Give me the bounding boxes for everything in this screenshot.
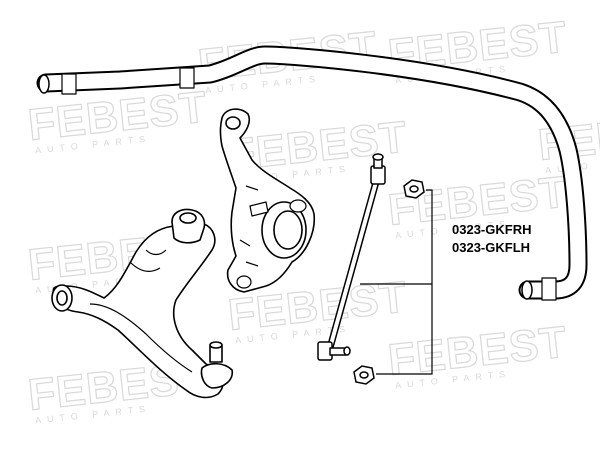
nut-upper <box>403 179 425 199</box>
leader-lines <box>360 189 433 375</box>
stabilizer-bar <box>36 45 588 301</box>
part-number-label-right: 0323-GKFRH <box>452 222 531 237</box>
nut-lower <box>353 365 375 385</box>
part-number-labels: 0323-GKFRH 0323-GKFLH <box>452 222 531 255</box>
part-number-label-left: 0323-GKFLH <box>452 240 530 255</box>
stabilizer-link <box>317 153 386 361</box>
lower-control-arm <box>51 208 234 399</box>
steering-knuckle <box>219 108 316 293</box>
